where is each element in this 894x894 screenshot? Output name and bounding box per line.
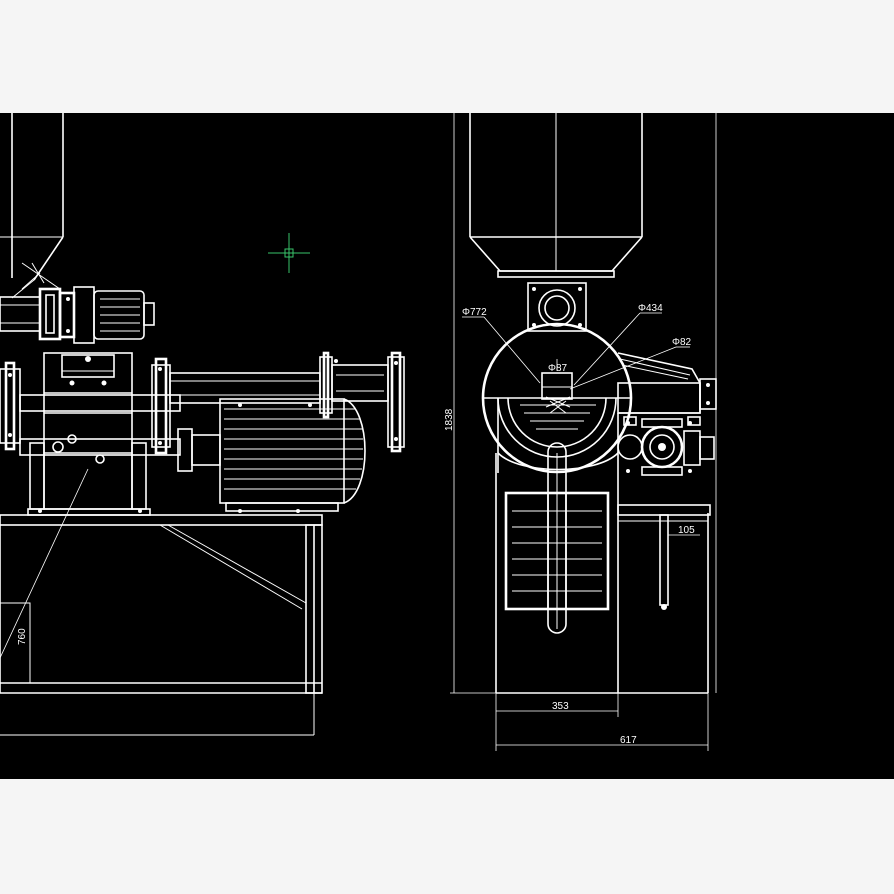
dia-772-label: Φ772 [462, 307, 487, 318]
dimension-617: 617 [495, 693, 709, 751]
front-grinder [462, 312, 690, 474]
dimension-353: 353 [495, 693, 619, 717]
side-shafts [0, 351, 405, 464]
dia-82-label: Φ82 [672, 337, 692, 348]
dimension-1838-label: 1838 [444, 408, 455, 431]
dimension-760-label: 760 [17, 628, 28, 645]
dimension-1838: 1838 [444, 408, 455, 431]
side-main-motor [177, 398, 366, 512]
dimension-617-label: 617 [620, 735, 637, 746]
cad-drawing-canvas[interactable]: 760 [0, 113, 894, 779]
dia-434-label: Φ434 [638, 303, 663, 314]
front-inlet [527, 282, 587, 332]
front-body-frame [495, 413, 711, 694]
dia-87-label: Φ87 [548, 363, 568, 374]
front-gearbox [617, 352, 717, 476]
dimension-760: 760 [0, 468, 89, 659]
front-hopper [469, 113, 643, 278]
crosshair-icon [268, 233, 310, 273]
machine-drawing: 760 [0, 113, 717, 751]
side-hopper [0, 113, 64, 299]
front-chute [497, 398, 619, 634]
side-grinder-housing [27, 352, 151, 516]
side-base [0, 509, 323, 736]
dimension-353-label: 353 [552, 701, 569, 712]
front-view: 1838 353 617 105 Φ772 Φ434 Φ82 Φ87 [444, 113, 717, 751]
side-view: 760 [0, 113, 405, 736]
dimension-105-label: 105 [678, 525, 695, 536]
side-feeder [0, 262, 155, 344]
